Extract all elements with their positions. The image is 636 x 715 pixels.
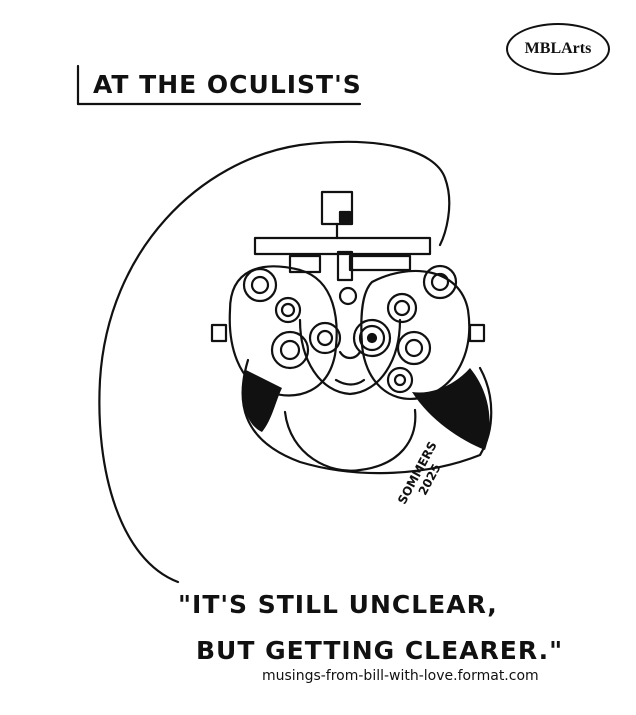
lens-dial [242, 267, 278, 303]
hair-right [412, 368, 490, 450]
caption-line-1: "IT'S STILL UNCLEAR, [178, 590, 498, 619]
cartoon-title: AT THE OCULIST'S [93, 70, 362, 99]
phoropter-crossbar [253, 236, 432, 256]
face [298, 318, 402, 396]
website-url: musings-from-bill-with-love.format.com [262, 668, 539, 684]
hair-left [241, 370, 282, 432]
speech-balloon-curve [98, 140, 451, 584]
shoulders [241, 358, 493, 475]
center-lens-dial [352, 318, 392, 358]
caption-line-2: BUT GETTING CLEARER." [196, 636, 564, 665]
mblarts-badge: MBLArts [506, 23, 610, 75]
neck [283, 408, 417, 472]
